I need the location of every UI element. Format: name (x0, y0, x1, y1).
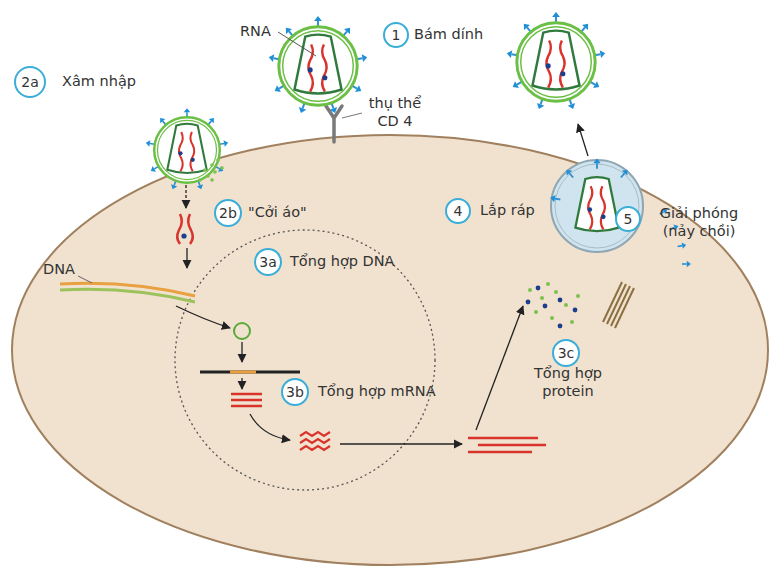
step-label: Tổng hợp protein (522, 364, 614, 400)
callout-circle: 3a (254, 248, 282, 276)
callout-number: 2a (21, 75, 39, 89)
callout-circle: 3b (281, 378, 309, 406)
step-label: Tổng hợp mRNA (318, 382, 436, 400)
callout-circle: 3c (552, 339, 580, 367)
callout-number: 3a (259, 255, 277, 269)
callout-number: 3b (286, 385, 304, 399)
step-label: RNA (240, 22, 271, 40)
callout-circle: 5 (615, 206, 641, 232)
callout-circle: 4 (445, 198, 471, 224)
callout-number: 3c (558, 346, 575, 360)
callout-number: 1 (392, 28, 401, 42)
step-label: Tổng hợp DNA (290, 252, 395, 270)
step-label: Giải phóng (nảy chồi) (643, 204, 755, 240)
step-label: Lắp ráp (480, 201, 535, 219)
callout-circle: 2b (214, 199, 242, 227)
callout-circle: 2a (14, 66, 46, 98)
callout-number: 2b (219, 206, 237, 220)
step-label: Xâm nhập (62, 72, 136, 90)
callout-number: 5 (624, 212, 633, 226)
step-label: "Cởi áo" (248, 203, 307, 221)
step-label: thụ thể CD 4 (360, 94, 430, 130)
callout-number: 4 (454, 204, 463, 218)
step-label: DNA (43, 260, 75, 278)
step-label: Bám dính (414, 25, 483, 43)
callout-circle: 1 (383, 22, 409, 48)
